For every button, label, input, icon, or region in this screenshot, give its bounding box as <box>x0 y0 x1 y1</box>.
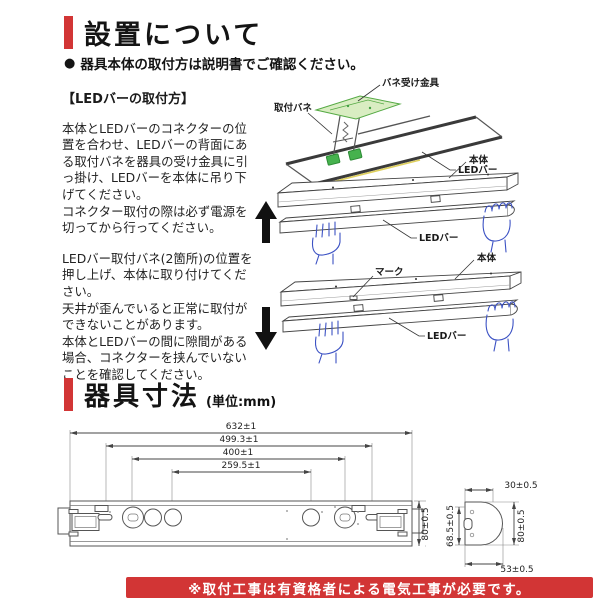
svg-text:68.5±0.5: 68.5±0.5 <box>446 505 456 547</box>
label-led-bar: LEDバー <box>419 232 458 244</box>
warning-banner: ※取付工事は有資格者による電気工事が必要です。 <box>126 577 593 598</box>
socket-right <box>334 506 356 529</box>
end-bracket-left <box>57 507 71 535</box>
pill-hole-left <box>97 514 113 521</box>
label-led-bar: LEDバー <box>427 330 466 342</box>
dim-side-bottom: 53±0.5 <box>464 528 534 575</box>
label-body: 本体 <box>469 154 489 166</box>
install-paragraph: 天井が歪んでいると正常に取付ができないことがあります。 <box>62 300 248 333</box>
label-mount-spring: 取付バネ <box>274 102 313 114</box>
label-body: 本体 <box>477 252 497 264</box>
svg-text:80±0.5: 80±0.5 <box>517 509 527 542</box>
install-paragraph: 本体とLEDバーのコネクターの位置を合わせ、LEDバーの背面にある取付バネを器具… <box>62 120 248 202</box>
dimensions-section-title: 器具寸法 <box>84 382 201 412</box>
diagram-bracket-detail: バネ受け金具 取付バネ LEDバー <box>274 77 503 188</box>
svg-text:632±1: 632±1 <box>226 422 256 432</box>
install-paragraph: 本体とLEDバーの間に隙間がある場合、コネクターを挟んでいないことを確認してくだ… <box>62 333 248 382</box>
knockout-hole <box>144 508 162 527</box>
install-diagrams: バネ受け金具 取付バネ LEDバー <box>255 77 522 364</box>
svg-text:499.3±1: 499.3±1 <box>219 435 258 445</box>
install-note-text: 器具本体の取付方は説明書でご確認ください。 <box>80 57 364 73</box>
label-mark: マーク <box>375 267 404 278</box>
led-bar-install-heading: 【LEDバーの取付方】 <box>62 92 194 107</box>
dim-side-right: 80±0.5 <box>485 501 527 546</box>
dimensions-unit: (単位:mm) <box>206 395 277 410</box>
svg-text:259.5±1: 259.5±1 <box>221 461 260 471</box>
diagram-mark-position: 本体 マーク LEDバー <box>255 252 522 364</box>
diagram-attach-led-bar: 本体 LEDバー <box>255 154 519 265</box>
connector-right <box>376 513 405 531</box>
install-section-header: 設置について <box>64 13 263 52</box>
svg-text:400±1: 400±1 <box>223 448 253 458</box>
label-spring-bracket: バネ受け金具 <box>382 77 440 89</box>
install-section-title: 設置について <box>84 20 264 51</box>
mount-slot <box>351 505 366 512</box>
dimensions-section-header: 器具寸法 (単位:mm) <box>64 376 276 413</box>
side-notch <box>463 518 473 530</box>
dim-side-left: 68.5±0.5 <box>446 505 465 547</box>
mount-spring-clip <box>347 148 363 161</box>
dim-width-2: 499.3±1 <box>106 435 372 448</box>
install-paragraph: LEDバー取付バネ(2箇所)の位置を押し上げ、本体に取り付けてください。 <box>62 250 253 299</box>
bullet-icon: ● <box>64 55 76 71</box>
led-bar-rail <box>285 115 477 166</box>
install-instructions: 【LEDバーの取付方】 本体とLEDバーのコネクターの位置を合わせ、LEDバーの… <box>62 92 258 384</box>
install-paragraph: コネクター取付の際は必ず電源を切ってから行ってください。 <box>62 203 248 236</box>
dim-width-3: 400±1 <box>132 448 345 461</box>
knockout-hole <box>302 508 320 527</box>
warning-text: ※取付工事は有資格者による電気工事が必要です。 <box>188 581 531 598</box>
side-view <box>463 501 503 546</box>
mount-slot <box>94 505 109 512</box>
svg-text:53±0.5: 53±0.5 <box>500 565 533 575</box>
accent-bar <box>64 16 73 49</box>
connector-left <box>71 513 100 531</box>
label-led-bar: LEDバー <box>458 164 497 176</box>
spring-receiving-bracket-plate <box>314 95 402 120</box>
dim-front-height: 80±0.5 <box>414 500 431 547</box>
spring-coil <box>342 121 349 143</box>
dim-side-top: 30±0.5 <box>464 481 538 502</box>
socket-left <box>122 506 144 529</box>
mount-spring-clip <box>325 153 341 166</box>
dim-width-4: 259.5±1 <box>172 461 311 474</box>
front-view <box>57 500 424 547</box>
install-note: ● 器具本体の取付方は説明書でご確認ください。 <box>64 53 364 74</box>
svg-text:80±0.5: 80±0.5 <box>421 507 431 540</box>
svg-text:30±0.5: 30±0.5 <box>504 481 537 491</box>
led-bar-rail <box>313 135 503 186</box>
end-bracket-right <box>411 508 424 534</box>
side-profile <box>464 501 503 546</box>
down-arrow-icon <box>255 307 277 350</box>
up-arrow-icon <box>255 201 277 243</box>
dimension-drawing: 632±1 499.3±1 400±1 259.5±1 <box>57 422 538 575</box>
knockout-hole <box>164 508 182 527</box>
accent-bar <box>64 378 73 411</box>
dim-total-width: 632±1 <box>70 422 412 435</box>
